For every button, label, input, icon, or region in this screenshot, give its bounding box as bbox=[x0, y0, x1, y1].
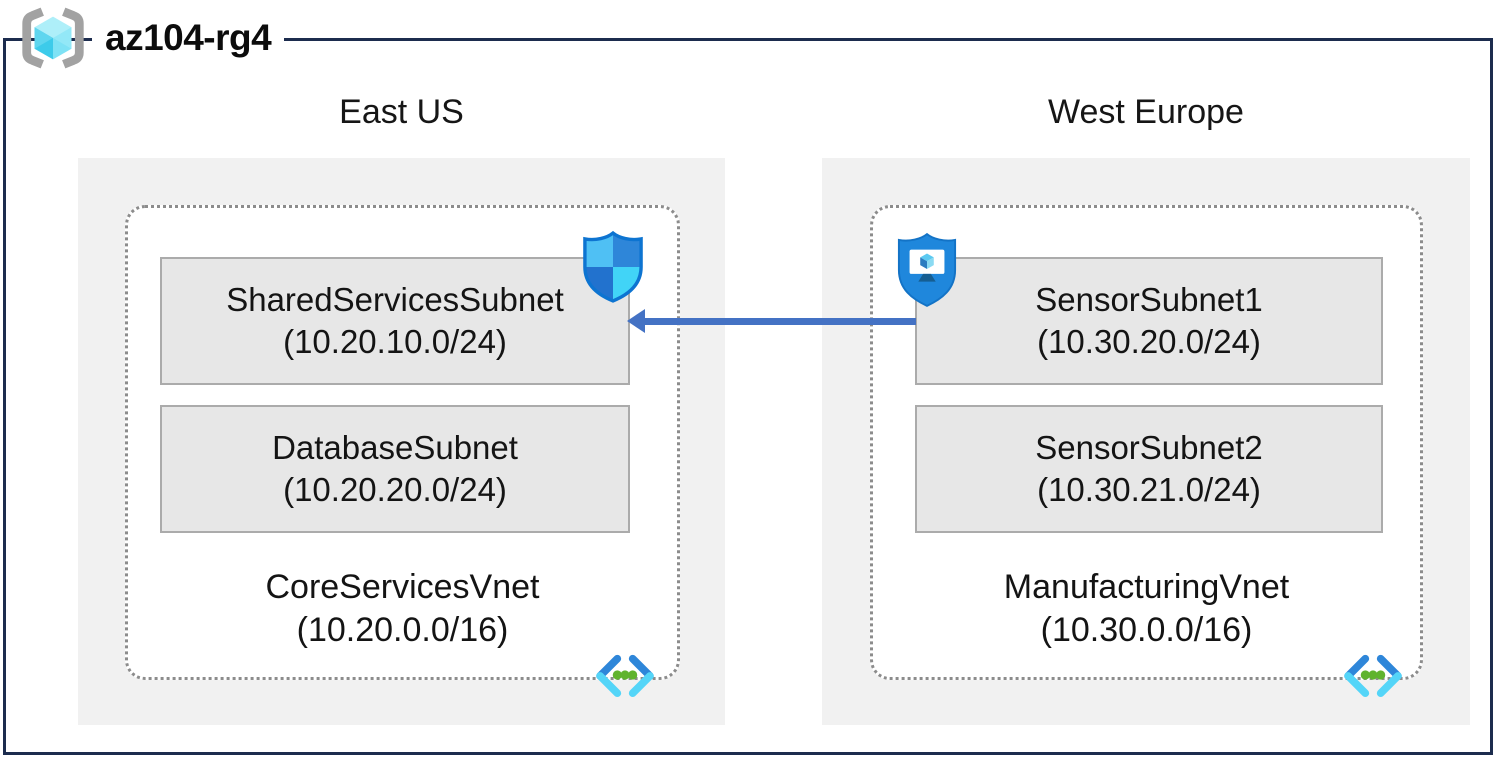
vnet-cidr: (10.20.0.0/16) bbox=[296, 611, 509, 649]
subnet-cidr: (10.20.20.0/24) bbox=[283, 471, 507, 508]
vnet-name: ManufacturingVnet bbox=[1003, 568, 1290, 606]
subnet-sensorsubnet1: SensorSubnet1 (10.30.20.0/24) bbox=[915, 257, 1383, 385]
subnet-name: SensorSubnet1 bbox=[1035, 281, 1263, 318]
subnet-name: SensorSubnet2 bbox=[1035, 429, 1263, 466]
subnet-databasesubnet: DatabaseSubnet (10.20.20.0/24) bbox=[160, 405, 630, 533]
virtual-network-icon bbox=[1338, 652, 1408, 703]
vnet-peering-arrow-head bbox=[627, 309, 645, 333]
resource-group-icon bbox=[16, 6, 90, 75]
vnet-label-coreservicesvnet: CoreServicesVnet (10.20.0.0/16) bbox=[125, 566, 680, 652]
virtual-network-icon bbox=[590, 652, 660, 703]
subnet-cidr: (10.30.21.0/24) bbox=[1037, 471, 1261, 508]
subnet-cidr: (10.20.10.0/24) bbox=[283, 323, 507, 360]
subnet-sensorsubnet2: SensorSubnet2 (10.30.21.0/24) bbox=[915, 405, 1383, 533]
vnet-label-manufacturingvnet: ManufacturingVnet (10.30.0.0/16) bbox=[870, 566, 1423, 652]
region-label-west-europe: West Europe bbox=[1048, 93, 1244, 131]
resource-group-name: az104-rg4 bbox=[92, 14, 285, 62]
nsg-shield-icon bbox=[582, 230, 644, 309]
vnet-cidr: (10.30.0.0/16) bbox=[1040, 611, 1253, 649]
asg-shield-icon bbox=[896, 231, 958, 314]
subnet-cidr: (10.30.20.0/24) bbox=[1037, 323, 1261, 360]
region-label-east-us: East US bbox=[339, 93, 464, 131]
subnet-name: SharedServicesSubnet bbox=[226, 281, 564, 318]
subnet-name: DatabaseSubnet bbox=[272, 429, 518, 466]
subnet-sharedservicessubnet: SharedServicesSubnet (10.20.10.0/24) bbox=[160, 257, 630, 385]
vnet-name: CoreServicesVnet bbox=[265, 568, 540, 606]
resource-group-boundary bbox=[3, 38, 1493, 755]
vnet-peering-arrow-line bbox=[644, 318, 916, 325]
